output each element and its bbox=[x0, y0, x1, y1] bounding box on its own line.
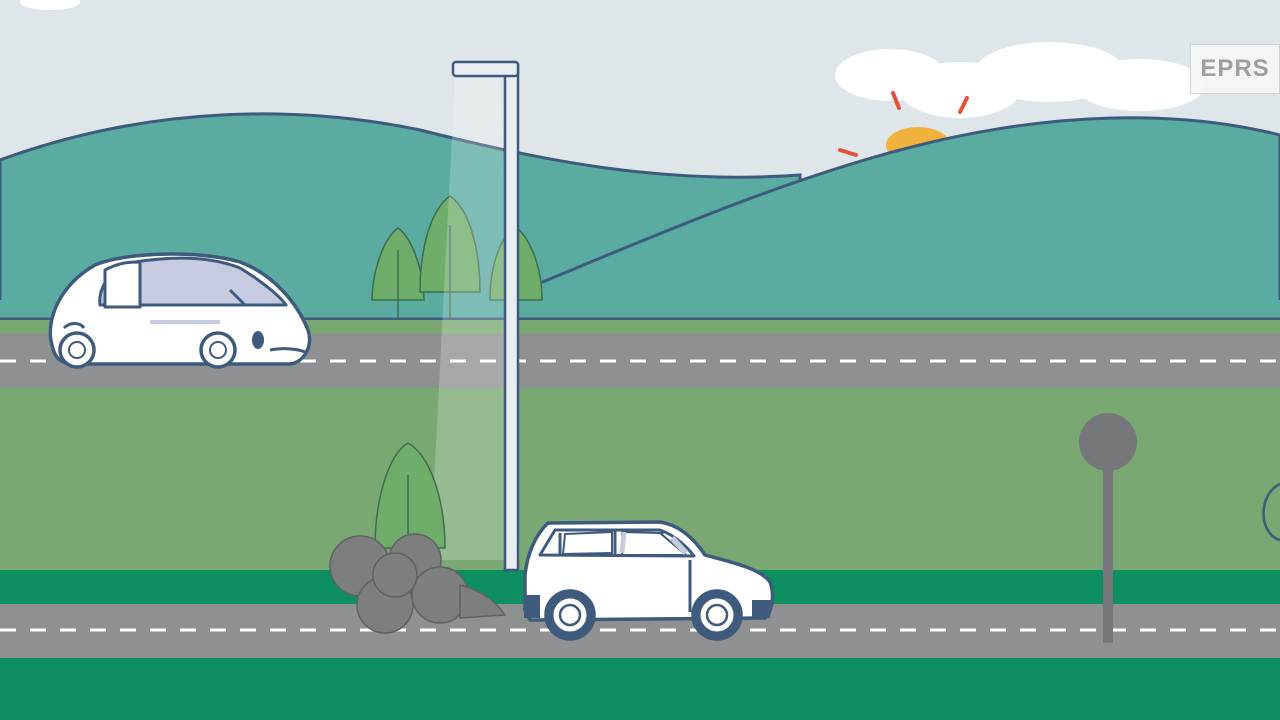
hill-right bbox=[448, 116, 1280, 332]
combustion-car-icon bbox=[523, 520, 775, 641]
autonomous-car-icon bbox=[48, 252, 312, 369]
street-lamp-icon bbox=[430, 60, 520, 572]
road-sign-icon bbox=[1079, 413, 1137, 643]
exhaust-smoke-icon bbox=[329, 533, 507, 634]
eprs-logo: EPRS bbox=[1190, 44, 1280, 94]
cloud bbox=[835, 42, 1205, 118]
